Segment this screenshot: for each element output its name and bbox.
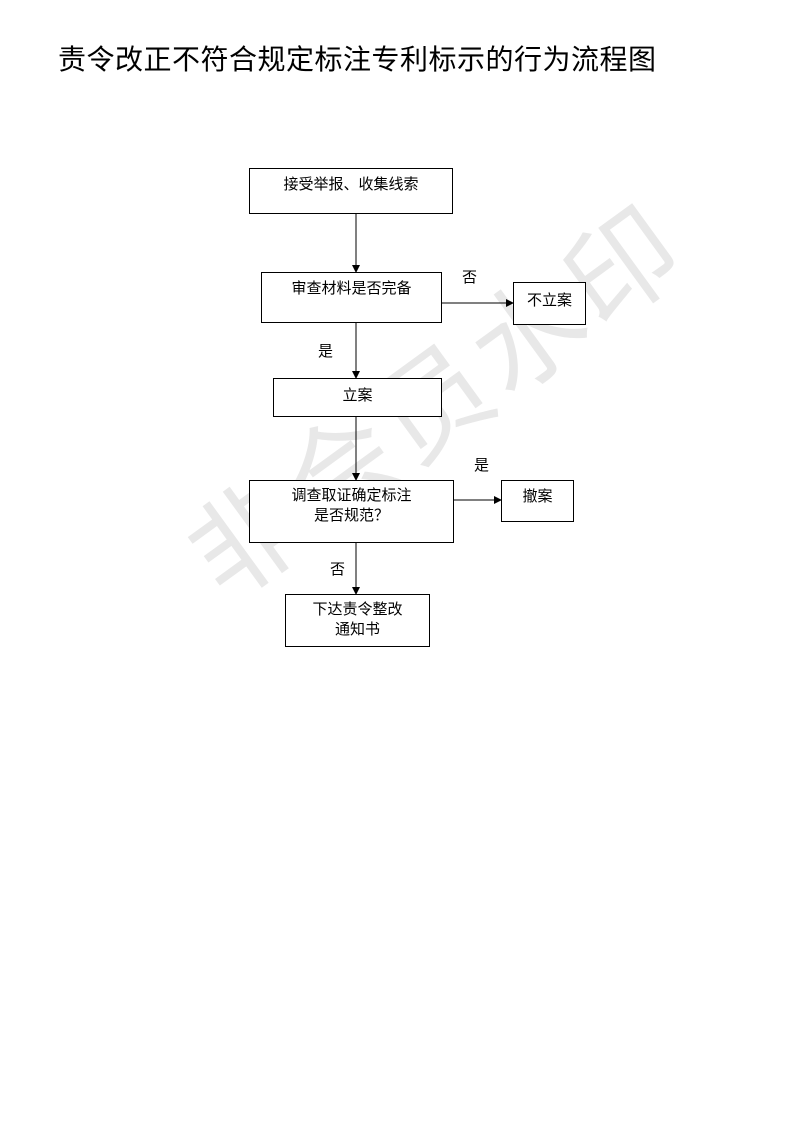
edge-label-review-yes: 是 bbox=[318, 342, 334, 360]
node-no-filing-label: 不立案 bbox=[526, 291, 572, 309]
node-investigate-label-line2: 是否规范？ bbox=[313, 506, 389, 524]
node-file-case: 立案 bbox=[273, 378, 442, 417]
page-title: 责令改正不符合规定标注专利标示的行为流程图 bbox=[58, 43, 657, 76]
node-file-case-label: 立案 bbox=[342, 386, 373, 404]
node-review-materials-label: 审查材料是否完备 bbox=[291, 279, 412, 297]
node-investigate: 调查取证确定标注 是否规范？ bbox=[249, 480, 454, 543]
node-review-materials: 审查材料是否完备 bbox=[261, 272, 442, 323]
node-withdraw: 撤案 bbox=[501, 480, 574, 522]
edge-label-investigate-yes: 是 bbox=[474, 456, 490, 474]
node-withdraw-label: 撤案 bbox=[522, 487, 553, 505]
node-notice-label-line1: 下达责令整改 bbox=[312, 600, 403, 618]
node-notice-label-line2: 通知书 bbox=[334, 620, 380, 638]
node-no-filing: 不立案 bbox=[513, 282, 586, 325]
edge-label-review-no: 否 bbox=[462, 268, 478, 286]
node-investigate-label-line1: 调查取证确定标注 bbox=[291, 486, 412, 504]
node-notice: 下达责令整改 通知书 bbox=[285, 594, 430, 647]
node-receive-report-label: 接受举报、收集线索 bbox=[283, 175, 419, 193]
edge-label-investigate-no: 否 bbox=[330, 560, 346, 578]
node-receive-report: 接受举报、收集线索 bbox=[249, 168, 453, 214]
